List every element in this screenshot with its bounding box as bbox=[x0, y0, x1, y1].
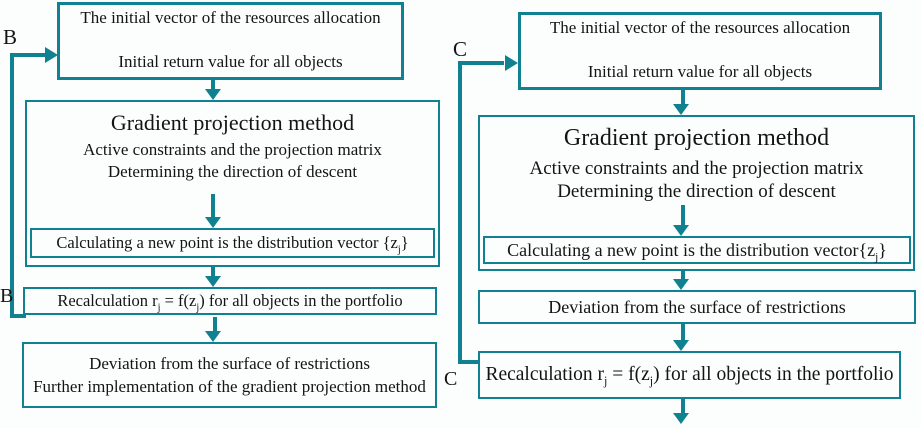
left-arrow-recalculation-to-deviation-line bbox=[213, 317, 217, 332]
left-connector-label-bottom: B bbox=[0, 285, 14, 307]
left-arrow-gradient-to-calculating-head-icon bbox=[205, 217, 221, 228]
left-arrow-gradient-to-calculating-line bbox=[211, 194, 215, 218]
right-recalculation-text: Recalculation rj = f(zj) for all objects… bbox=[485, 363, 894, 388]
right-connector-label-bottom: C bbox=[444, 368, 458, 390]
left-arrow-calculating-to-recalculation-head-icon bbox=[205, 276, 221, 287]
right-deviation-box: Deviation from the surface of restrictio… bbox=[478, 290, 916, 324]
left-loop-vertical-line bbox=[10, 53, 14, 318]
right-arrow-final-line bbox=[681, 399, 685, 414]
left-gradient-title: Gradient projection method bbox=[110, 110, 355, 135]
right-arrow-final-head-icon bbox=[673, 413, 689, 424]
right-arrow-calculating-to-deviation-line bbox=[681, 271, 685, 281]
right-connector-label-top: C bbox=[453, 37, 468, 61]
left-recalculation-text: Recalculation rj = f(zj) for all objects… bbox=[57, 290, 403, 313]
left-loop-entry-arrowhead-icon bbox=[45, 47, 58, 63]
right-arrow-deviation-to-recalculation-line bbox=[681, 324, 685, 341]
left-gradient-line1: Active constraints and the projection ma… bbox=[83, 140, 382, 160]
right-gradient-line2: Determining the direction of descent bbox=[557, 181, 836, 203]
left-loop-bottom-line bbox=[10, 314, 26, 318]
left-arrow-recalculation-to-deviation-head-icon bbox=[205, 331, 221, 342]
right-calculating-text: Calculating a new point is the distribut… bbox=[507, 239, 887, 264]
left-calculating-text: Calculating a new point is the distribut… bbox=[56, 232, 409, 255]
right-initial-box: The initial vector of the resources allo… bbox=[518, 12, 882, 90]
left-arrow-calculating-to-recalculation-line bbox=[211, 267, 215, 277]
left-deviation-box: Deviation from the surface of restrictio… bbox=[22, 342, 437, 408]
right-arrow-gradient-to-calculating-head-icon bbox=[673, 225, 689, 236]
left-connector-label-top: B bbox=[3, 25, 18, 49]
left-deviation-line2: Further implementation of the gradient p… bbox=[33, 376, 426, 396]
right-gradient-title: Gradient projection method bbox=[563, 125, 830, 151]
left-arrow-initial-to-gradient-head-icon bbox=[205, 89, 221, 100]
right-loop-entry-arrowhead-icon bbox=[505, 55, 518, 71]
right-deviation-text: Deviation from the surface of restrictio… bbox=[548, 296, 846, 317]
left-deviation-line1: Deviation from the surface of restrictio… bbox=[89, 353, 370, 373]
right-arrow-calculating-to-deviation-head-icon bbox=[673, 279, 689, 290]
right-arrow-deviation-to-recalculation-head-icon bbox=[673, 340, 689, 351]
right-loop-entry-line bbox=[458, 61, 504, 65]
left-initial-line2: Initial return value for all objects bbox=[118, 52, 343, 72]
right-initial-line1: The initial vector of the resources allo… bbox=[549, 18, 851, 37]
right-loop-vertical-line bbox=[458, 61, 462, 363]
left-recalculation-box: Recalculation rj = f(zj) for all objects… bbox=[23, 287, 437, 315]
right-gradient-line1: Active constraints and the projection ma… bbox=[529, 157, 864, 179]
left-arrow-initial-to-gradient-line bbox=[211, 80, 215, 91]
right-arrow-gradient-to-calculating-line bbox=[681, 205, 685, 226]
left-initial-box: The initial vector of the resources allo… bbox=[57, 2, 404, 80]
right-arrow-initial-to-gradient-line bbox=[681, 90, 685, 105]
left-initial-line1: The initial vector of the resources allo… bbox=[80, 8, 381, 27]
right-loop-bottom-line bbox=[458, 360, 479, 364]
right-calculating-box: Calculating a new point is the distribut… bbox=[483, 236, 911, 264]
right-arrow-initial-to-gradient-head-icon bbox=[673, 104, 689, 115]
left-gradient-line2: Determining the direction of descent bbox=[107, 161, 358, 181]
left-loop-entry-line bbox=[10, 53, 50, 57]
right-recalculation-box: Recalculation rj = f(zj) for all objects… bbox=[478, 351, 901, 399]
left-calculating-box: Calculating a new point is the distribut… bbox=[30, 228, 435, 258]
right-initial-line2: Initial return value for all objects bbox=[587, 62, 813, 82]
